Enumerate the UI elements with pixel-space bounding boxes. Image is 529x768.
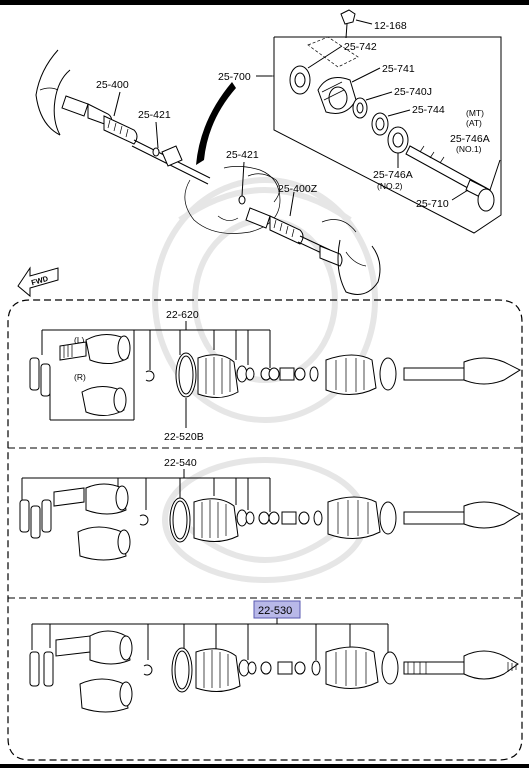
callout-25-400: 25-400 (96, 79, 129, 91)
callout-22-540: 22-540 (164, 457, 197, 469)
bottom-border-bar (0, 764, 529, 768)
panel-variant-1: 22-620 22-520B (L) (R) (29, 309, 522, 443)
variant-l: (L) (74, 335, 85, 345)
variant-r: (R) (74, 372, 86, 382)
pointer-swoosh (196, 82, 236, 165)
callout-25-421-left: 25-421 (138, 109, 171, 121)
callout-25-741: 25-741 (382, 63, 415, 75)
detail-box-outline (273, 36, 502, 234)
wheel-hub-right (321, 219, 381, 295)
note-at: (AT) (466, 118, 482, 128)
variants-dashed-frame (7, 299, 523, 761)
bearing-support-25-741 (317, 77, 357, 114)
panel-variant-2: 22-540 (19, 457, 522, 561)
fwd-arrow-icon: FWD (17, 266, 59, 298)
bolt-12-168 (340, 9, 373, 39)
callout-25-744: 25-744 (412, 104, 445, 116)
callout-25-740j: 25-740J (394, 86, 432, 98)
note-no2: (NO.2) (377, 181, 403, 191)
ring-25-746a-no1 (477, 188, 495, 212)
note-no1: (NO.1) (456, 144, 482, 154)
callout-25-710: 25-710 (416, 198, 449, 210)
panel-variant-3: 22-530 (29, 600, 519, 713)
callout-25-400z: 25-400Z (278, 183, 318, 195)
axle-25-400 (61, 95, 211, 185)
top-border-bar (0, 0, 529, 5)
callout-25-700: 25-700 (218, 71, 251, 83)
callout-25-742: 25-742 (344, 41, 377, 53)
callout-12-168: 12-168 (374, 20, 407, 32)
callout-25-746a-no2: 25-746A (373, 169, 413, 181)
note-mt: (MT) (466, 108, 484, 118)
callout-22-620: 22-620 (166, 309, 199, 321)
callout-22-520b: 22-520B (164, 431, 204, 443)
wheel-hub-left (35, 49, 71, 136)
callout-25-421-right: 25-421 (226, 149, 259, 161)
callout-25-746a-no1: 25-746A (450, 133, 490, 145)
callout-22-530: 22-530 (258, 605, 292, 617)
axle-25-400z (245, 207, 343, 267)
